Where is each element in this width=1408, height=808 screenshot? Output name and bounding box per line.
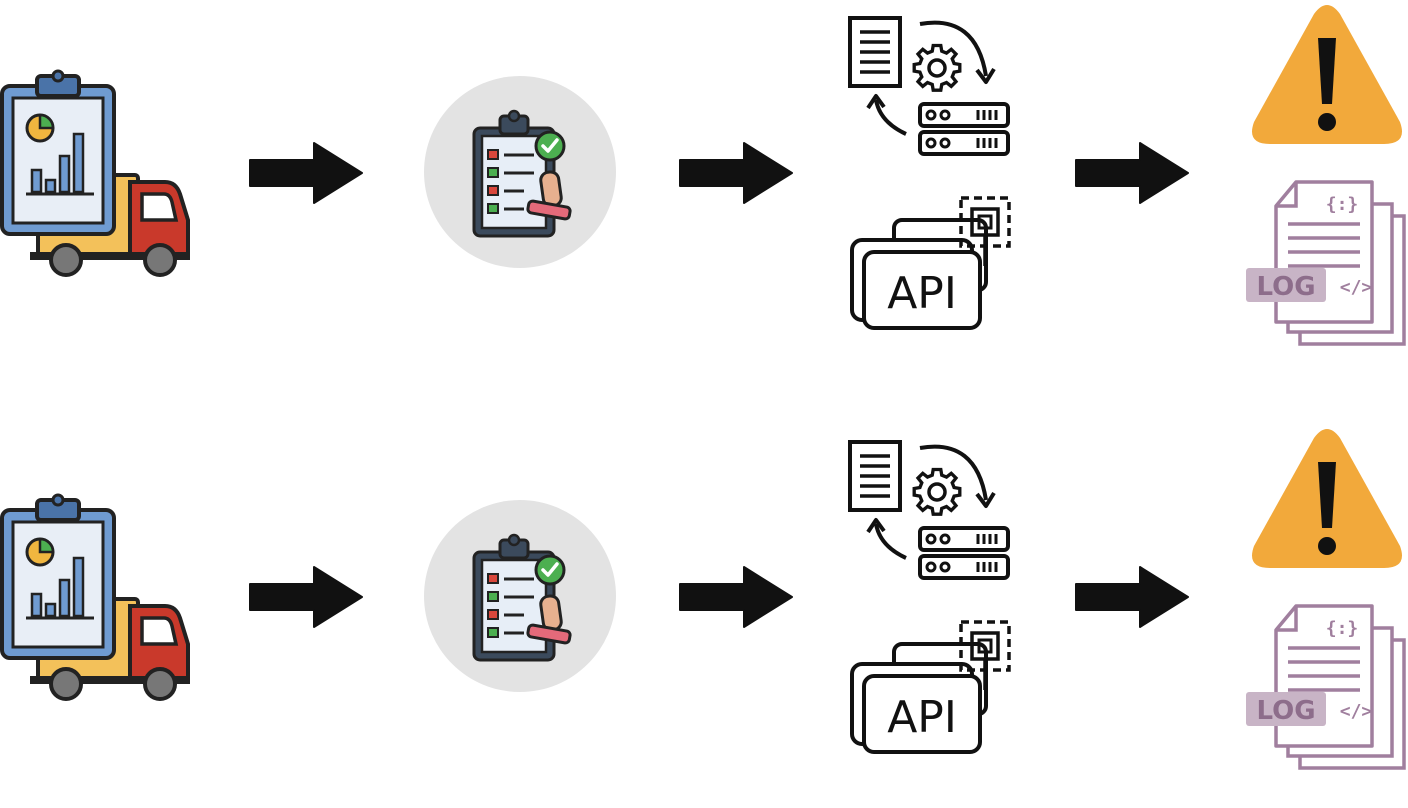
log-file-icon: {:} LOG </> [1244, 176, 1408, 350]
log-code-label: </> [1340, 701, 1373, 722]
warning-triangle-icon [1248, 4, 1406, 148]
arrow-right-icon [1074, 564, 1190, 630]
arrow-right-icon [248, 564, 364, 630]
document-server-sync-icon [846, 438, 1016, 586]
api-windows-icon: API [848, 192, 1018, 334]
log-brace-label: {:} [1326, 618, 1359, 639]
delivery-report-truck-icon [0, 69, 195, 280]
approval-checklist-icon [424, 76, 616, 268]
arrow-right-icon [1074, 140, 1190, 206]
arrow-right-icon [678, 140, 794, 206]
log-label: LOG [1256, 696, 1315, 726]
flow-row-1: API {:} [0, 0, 1408, 384]
log-label: LOG [1256, 272, 1315, 302]
api-label: API [887, 692, 957, 743]
delivery-report-truck-icon [0, 493, 195, 704]
log-file-icon: {:} LOG </> [1244, 600, 1408, 774]
approval-checklist-icon [424, 500, 616, 692]
api-windows-icon: API [848, 616, 1018, 758]
arrow-right-icon [248, 140, 364, 206]
document-server-sync-icon [846, 14, 1016, 162]
arrow-right-icon [678, 564, 794, 630]
api-label: API [887, 268, 957, 319]
log-brace-label: {:} [1326, 194, 1359, 215]
flow-row-2: API {:} [0, 424, 1408, 808]
log-code-label: </> [1340, 277, 1373, 298]
warning-triangle-icon [1248, 428, 1406, 572]
